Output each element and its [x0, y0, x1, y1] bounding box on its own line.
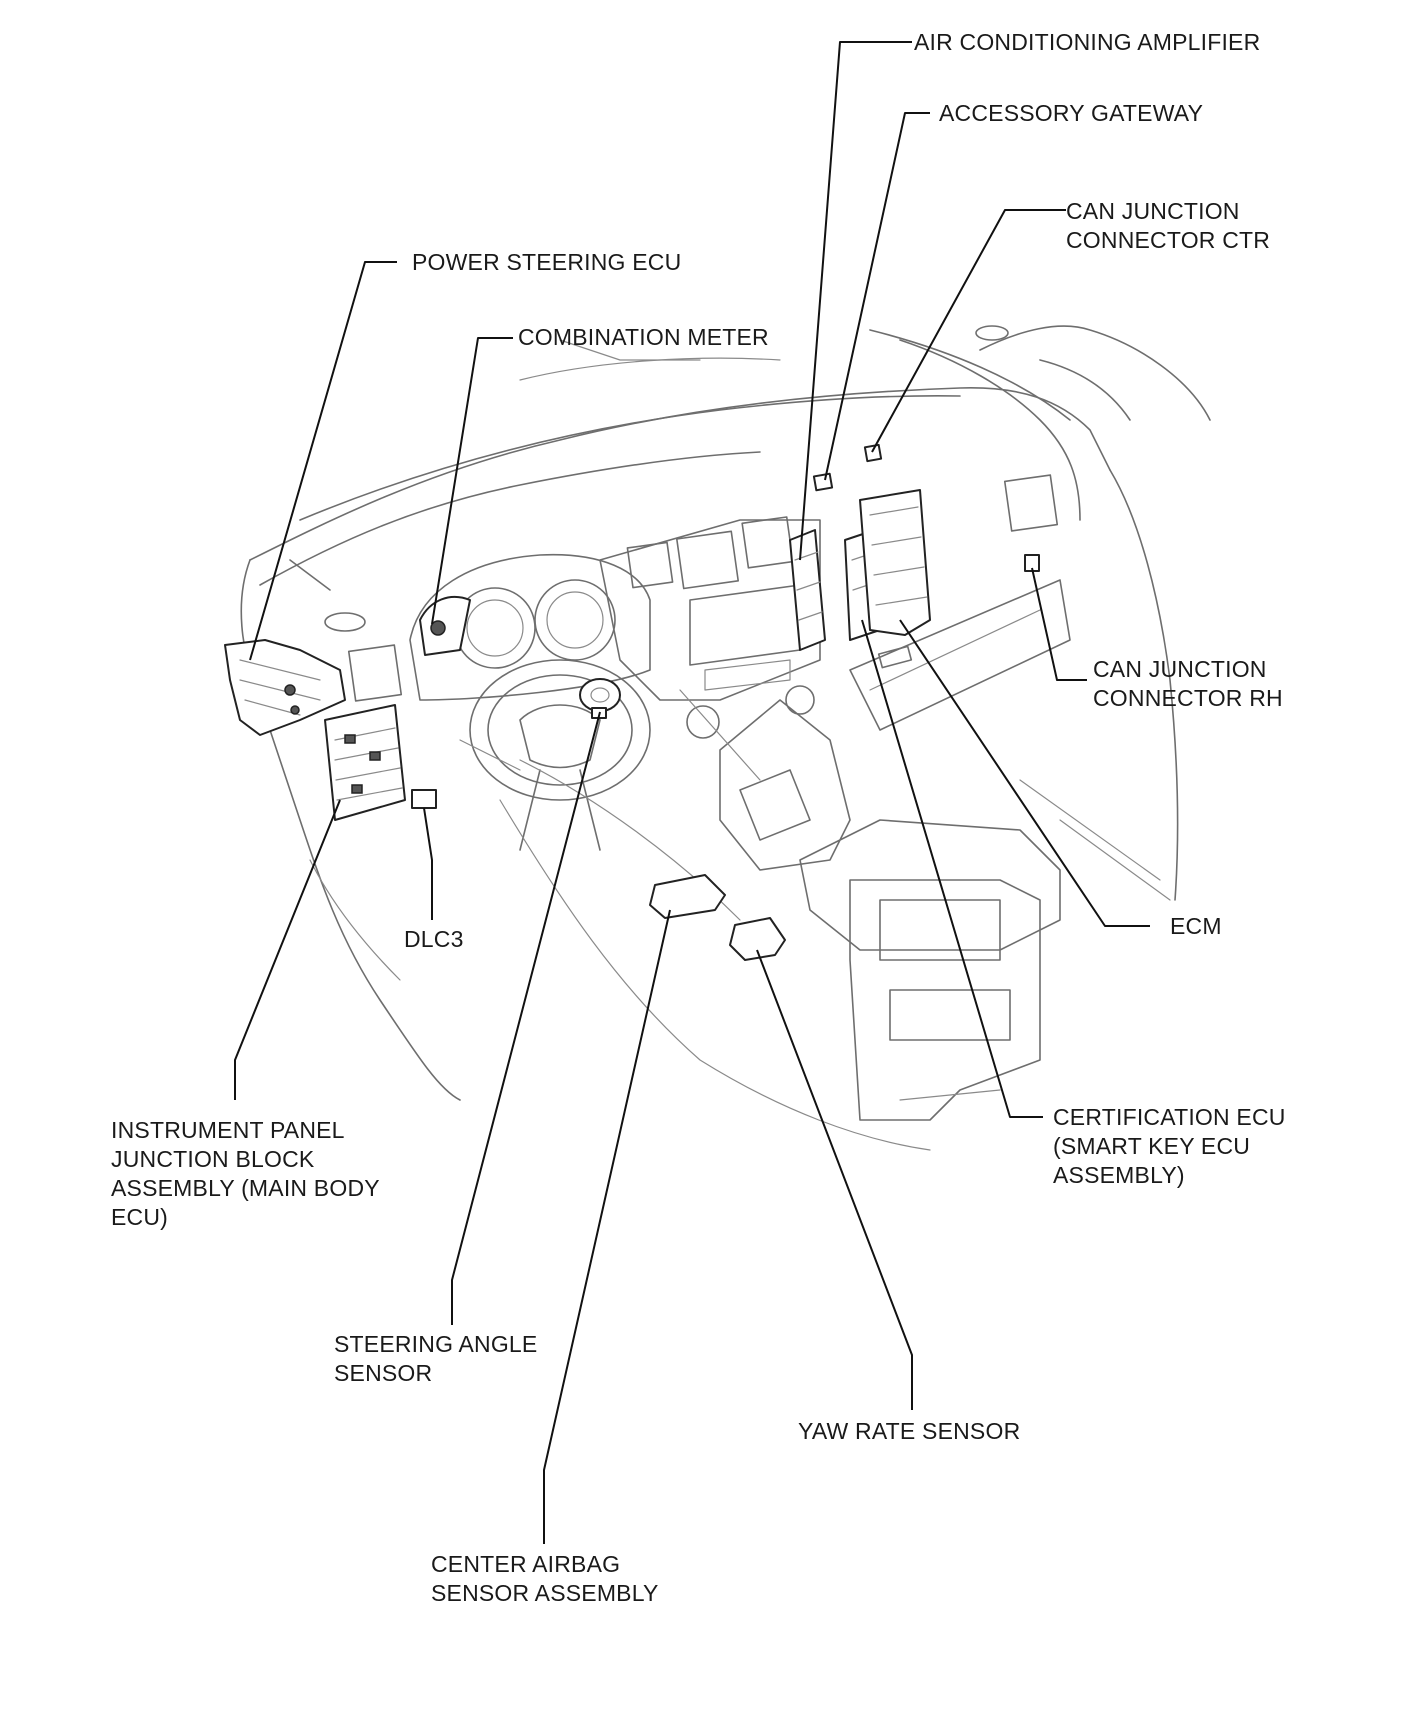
instrument-panel-junction-block-part [324, 704, 406, 821]
label-certification-ecu: CERTIFICATION ECU (SMART KEY ECU ASSEMBL… [1053, 1103, 1286, 1190]
label-accessory-gateway: ACCESSORY GATEWAY [939, 99, 1203, 128]
ecm-part [859, 489, 931, 636]
center-airbag-sensor-part [649, 874, 726, 919]
label-line: CENTER AIRBAG [431, 1551, 621, 1577]
air-conditioning-amplifier-part [789, 529, 826, 651]
leader-lines [234, 41, 1150, 1544]
dlc3-part [411, 789, 437, 809]
label-power-steering-ecu: POWER STEERING ECU [412, 248, 681, 277]
label-line: CAN JUNCTION [1066, 198, 1240, 224]
label-combination-meter: COMBINATION METER [518, 323, 769, 352]
label-line: (SMART KEY ECU [1053, 1133, 1251, 1159]
label-line: SENSOR [334, 1360, 433, 1386]
label-yaw-rate-sensor: YAW RATE SENSOR [798, 1417, 1020, 1446]
label-line: CONNECTOR RH [1093, 685, 1283, 711]
label-air-conditioning-amplifier: AIR CONDITIONING AMPLIFIER [914, 28, 1260, 57]
label-line: ASSEMBLY (MAIN BODY [111, 1175, 380, 1201]
label-line: POWER STEERING ECU [412, 249, 682, 275]
label-line: CONNECTOR CTR [1066, 227, 1271, 253]
combination-meter-part [419, 595, 471, 656]
can-junction-connector-ctr-part [863, 443, 883, 463]
steering-angle-sensor-part [579, 678, 621, 719]
label-can-junction-connector-ctr: CAN JUNCTION CONNECTOR CTR [1066, 197, 1270, 255]
power-steering-ecu-part [224, 639, 346, 736]
dashboard-outline [240, 325, 1211, 1151]
label-line: DLC3 [404, 926, 464, 952]
label-line: ECM [1170, 913, 1222, 939]
label-line: JUNCTION BLOCK [111, 1146, 315, 1172]
label-line: YAW RATE SENSOR [798, 1418, 1021, 1444]
label-line: ASSEMBLY) [1053, 1162, 1185, 1188]
yaw-rate-sensor-part [729, 917, 786, 961]
label-can-junction-connector-rh: CAN JUNCTION CONNECTOR RH [1093, 655, 1283, 713]
accessory-gateway-part [812, 472, 834, 492]
label-line: COMBINATION METER [518, 324, 769, 350]
label-center-airbag-sensor-assembly: CENTER AIRBAG SENSOR ASSEMBLY [431, 1550, 659, 1608]
label-dlc3: DLC3 [404, 925, 464, 954]
label-instrument-panel-junction-block: INSTRUMENT PANEL JUNCTION BLOCK ASSEMBLY… [111, 1116, 380, 1232]
label-line: CAN JUNCTION [1093, 656, 1267, 682]
label-line: SENSOR ASSEMBLY [431, 1580, 659, 1606]
label-steering-angle-sensor: STEERING ANGLE SENSOR [334, 1330, 537, 1388]
label-line: INSTRUMENT PANEL [111, 1117, 345, 1143]
label-line: ECU) [111, 1204, 169, 1230]
label-line: ACCESSORY GATEWAY [939, 100, 1204, 126]
label-line: AIR CONDITIONING AMPLIFIER [914, 29, 1261, 55]
label-line: CERTIFICATION ECU [1053, 1104, 1286, 1130]
label-ecm: ECM [1170, 912, 1222, 941]
label-line: STEERING ANGLE [334, 1331, 538, 1357]
